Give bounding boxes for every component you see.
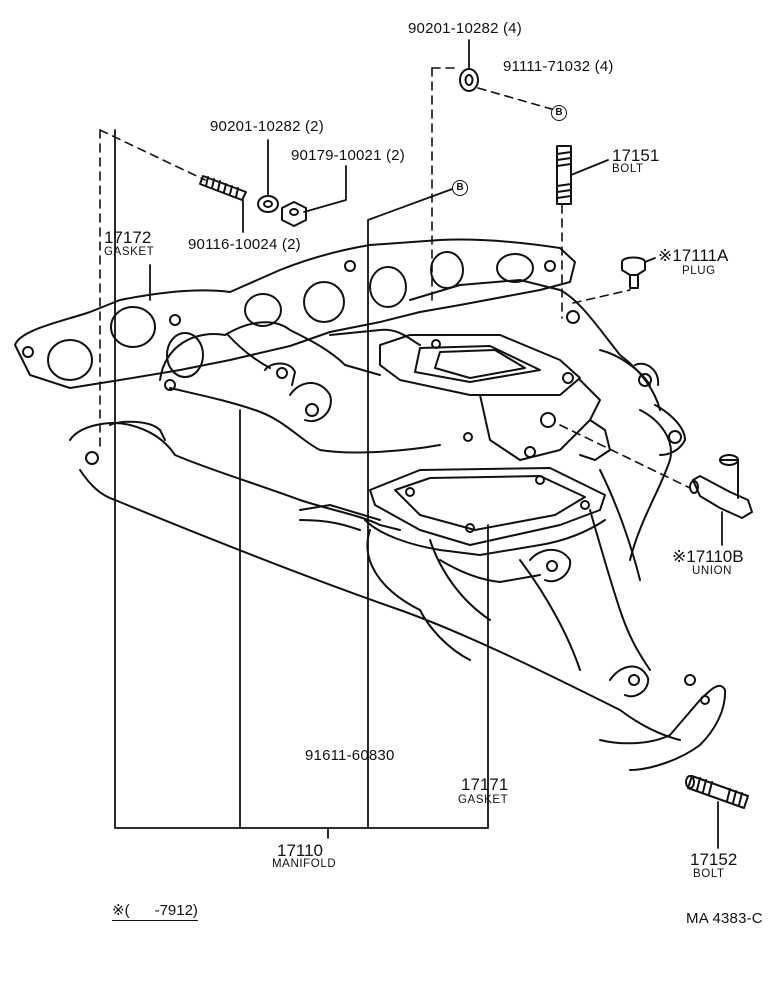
callout-17171: 17171 xyxy=(461,775,509,794)
intake-manifold-body xyxy=(69,404,727,771)
callout-91111: 91111-71032 (4) xyxy=(503,58,614,75)
callout-17110: 17110 xyxy=(277,841,324,860)
leader-lines xyxy=(114,39,723,849)
exhaust-runners xyxy=(159,279,661,454)
callout-17172: 17172 xyxy=(104,228,152,247)
callout-17110b: ※17110B xyxy=(672,547,744,566)
callout-17151: 17151 xyxy=(612,146,660,165)
callout-90201-top: 90201-10282 (4) xyxy=(408,20,522,37)
callout-17151-sub: BOLT xyxy=(612,163,644,175)
callout-17152-sub: BOLT xyxy=(693,868,725,880)
bolt-17151 xyxy=(556,145,572,205)
washer-top xyxy=(459,68,479,92)
diagram-code: MA 4383-C xyxy=(686,910,763,927)
callout-90116: 90116-10024 (2) xyxy=(188,236,301,253)
callout-17110b-sub: UNION xyxy=(692,565,733,577)
callout-90201-left: 90201-10282 (2) xyxy=(210,118,324,135)
bolt-17152 xyxy=(685,775,749,809)
washer-left xyxy=(257,195,279,213)
callout-17110-sub: MANIFOLD xyxy=(272,858,337,870)
ref-marker-b-top: B xyxy=(551,105,567,121)
callout-17111a-sub: PLUG xyxy=(682,265,716,277)
callout-17172-sub: GASKET xyxy=(104,246,155,258)
footnote-applicability: ※( -7912) xyxy=(112,902,198,921)
stud-90116 xyxy=(199,175,247,201)
dashed-guides xyxy=(99,67,691,489)
ref-marker-b-mid: B xyxy=(452,180,468,196)
callout-17111a: ※17111A xyxy=(658,246,729,265)
nut-90179 xyxy=(281,201,307,227)
plug-17111 xyxy=(621,256,646,289)
carb-mount-pad xyxy=(379,334,611,461)
exhaust-gasket-17172 xyxy=(14,238,576,389)
callout-90179: 90179-10021 (2) xyxy=(291,147,405,164)
union-17110b xyxy=(689,454,753,519)
callout-17171-sub: GASKET xyxy=(458,794,509,806)
callout-91611: 91611-60830 xyxy=(305,747,395,764)
callout-17152: 17152 xyxy=(690,850,738,869)
carb-gasket-17171 xyxy=(364,467,606,583)
